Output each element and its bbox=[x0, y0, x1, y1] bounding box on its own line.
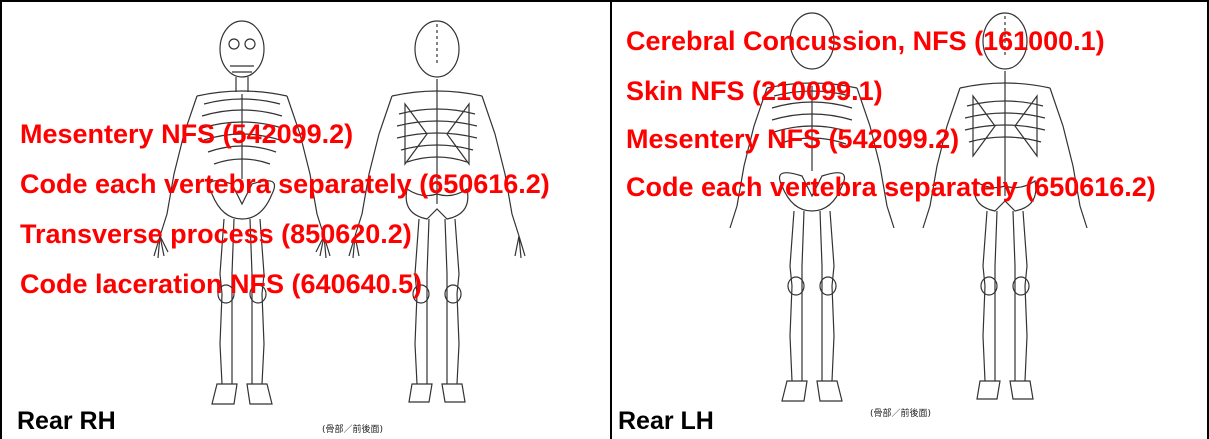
panel-rear-rh: (骨部／前後面) Mesentery NFS (542099.2) Code e… bbox=[2, 4, 610, 439]
skeleton-back-view bbox=[349, 21, 525, 402]
side-label: Rear RH bbox=[17, 407, 116, 436]
skeleton-back-view bbox=[923, 13, 1087, 399]
figure-caption: (骨部／前後面) bbox=[322, 422, 383, 435]
figure-caption: (骨部／前後面) bbox=[870, 406, 931, 419]
panel-rear-lh: (骨部／前後面) Cerebral Concussion, NFS (16100… bbox=[612, 4, 1205, 439]
injury-code-line: Cerebral Concussion, NFS (161000.1) bbox=[626, 26, 1105, 57]
injury-code-line: Mesentery NFS (542099.2) bbox=[20, 119, 353, 150]
injury-code-line: Skin NFS (210099.1) bbox=[626, 76, 883, 107]
injury-code-line: Mesentery NFS (542099.2) bbox=[626, 124, 959, 155]
injury-code-line: Code each vertebra separately (650616.2) bbox=[626, 172, 1156, 203]
skeleton-front-view bbox=[154, 21, 330, 404]
injury-code-line: Code laceration NFS (640640.5) bbox=[20, 269, 422, 300]
injury-code-line: Transverse process (850620.2) bbox=[20, 219, 412, 250]
skeleton-front-back-diagram bbox=[612, 4, 1205, 439]
side-label: Rear LH bbox=[618, 407, 714, 436]
injury-code-line: Code each vertebra separately (650616.2) bbox=[20, 169, 550, 200]
skeleton-front-view bbox=[730, 13, 894, 401]
